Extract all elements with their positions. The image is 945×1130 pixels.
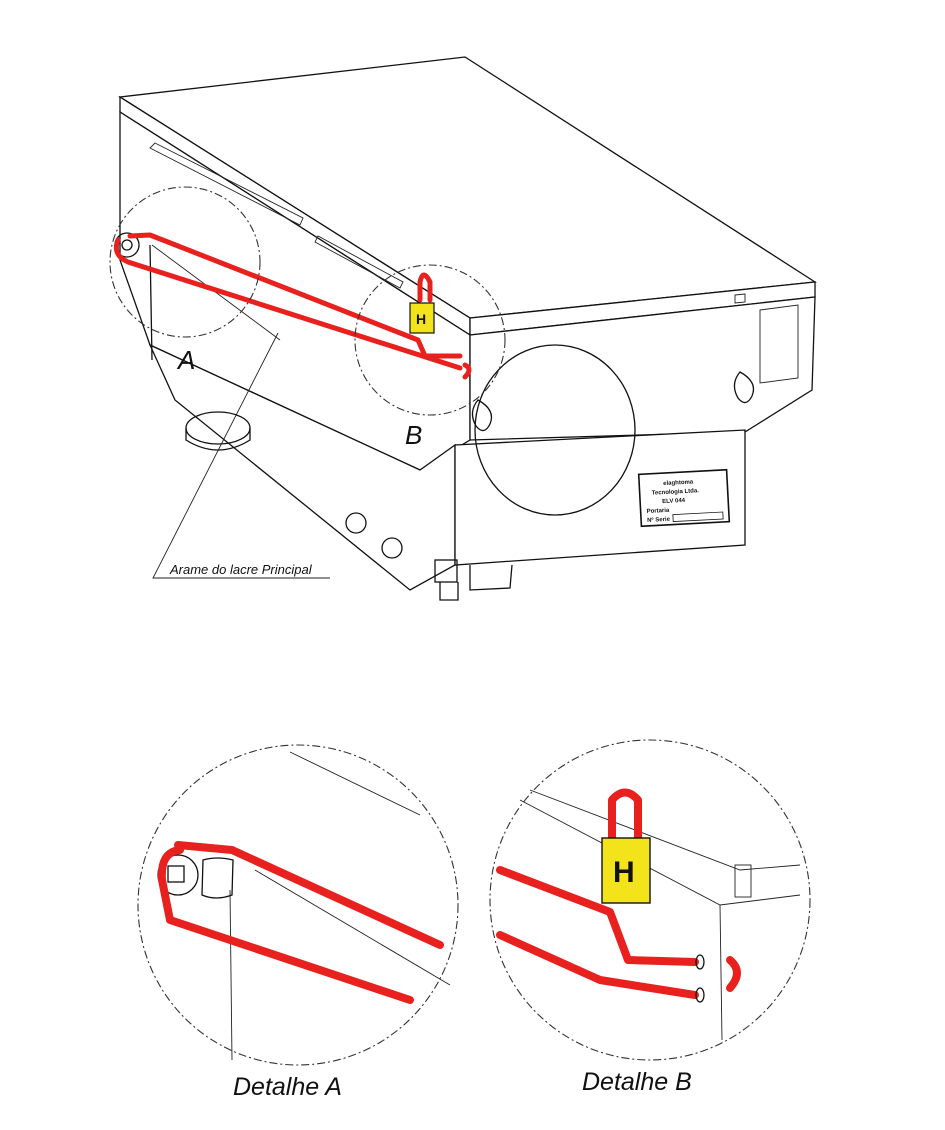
right-wall: [469, 296, 816, 441]
detail-b-seal-mark: H: [613, 856, 635, 889]
detail-b-hole-2: [695, 987, 705, 1003]
pivot-post: [149, 244, 153, 361]
detail-a: [137, 744, 459, 1066]
wire-loop: [417, 272, 433, 303]
seal-wire-main: H: [113, 232, 472, 380]
detail-b-wire-loop: [608, 788, 642, 844]
wire-lower: [113, 237, 463, 371]
detail-a-wire-upper: [174, 841, 444, 949]
detail-b-wire-upper: [496, 866, 699, 966]
foot-bolt: [434, 559, 458, 583]
detail-b: H: [489, 739, 811, 1061]
detail-a-pin: [167, 865, 185, 883]
detail-a-circle: [109, 186, 261, 338]
detail-b-hole-1: [695, 954, 705, 970]
detail-b-wall-edge: [719, 904, 723, 1041]
detail-a-edge-3: [229, 889, 233, 1061]
detail-b-lid-edge: [519, 799, 801, 906]
detail-b-boundary: [489, 739, 811, 1061]
bolt-2: [381, 537, 403, 559]
detail-b-caption: Detalhe B: [582, 1068, 692, 1096]
svg-text:ELV 044: ELV 044: [662, 498, 686, 505]
wire-upper: [127, 232, 463, 359]
seal-tag-mark: H: [416, 311, 426, 327]
lid-slot-1: [149, 142, 304, 226]
detail-b-stop: [734, 864, 752, 898]
svg-text:Tecnologia Ltda.: Tecnologia Ltda.: [652, 488, 700, 496]
lid-stop: [734, 293, 746, 304]
detail-a-edge-2: [254, 869, 451, 986]
right-lower-box: [454, 429, 746, 566]
svg-text:Portaria: Portaria: [647, 508, 671, 515]
detail-b-marker: B: [405, 420, 423, 450]
wire-hook: [462, 362, 472, 380]
lid-slot-2: [314, 235, 404, 289]
detail-a-caption: Detalhe A: [233, 1073, 342, 1101]
hinge-left: [471, 399, 493, 432]
detail-a-wire-lower: [157, 846, 414, 1004]
hinge-right: [733, 371, 755, 404]
detail-a-marker: A: [178, 345, 196, 375]
nameplate: elaghtoma Tecnologia Ltda. ELV 044 Porta…: [637, 468, 731, 528]
svg-text:elaghtoma: elaghtoma: [663, 479, 694, 487]
detail-b-wire-hook: [726, 956, 741, 992]
detail-a-post: [201, 857, 234, 899]
foot-stud: [439, 582, 459, 601]
cable-opening: [474, 344, 636, 516]
detail-b-wire-lower: [496, 931, 699, 999]
callout-label: Arame do lacre Principal: [170, 562, 312, 577]
detail-b-lid-top: [529, 789, 801, 871]
detail-b-circle: [354, 264, 506, 416]
bracket: [469, 564, 513, 591]
callout-leader: [152, 332, 330, 579]
bolt-1: [345, 512, 367, 534]
detail-a-edge-1: [289, 751, 421, 816]
svg-text:Nº Serie: Nº Serie: [647, 517, 671, 524]
seal-tag: [409, 302, 435, 334]
pivot-pin: [121, 239, 133, 251]
right-flange: [759, 304, 799, 384]
detail-a-boundary: [137, 744, 459, 1066]
detail-b-seal-tag: [601, 837, 651, 904]
